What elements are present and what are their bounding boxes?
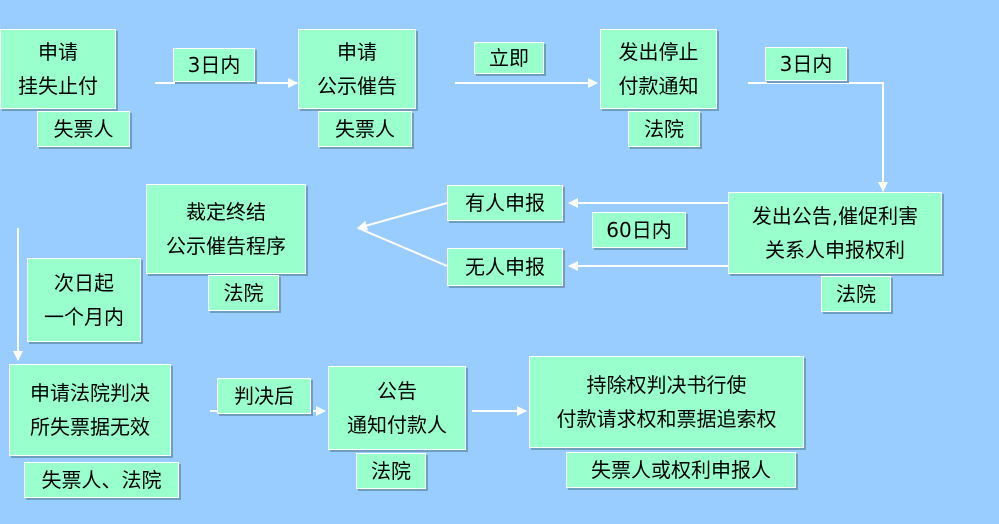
issue-stop-notice-box: 发出停止 付款通知	[600, 29, 717, 109]
apply-court-judgment-line1: 申请法院判决	[30, 381, 150, 405]
apply-stop-payment-line1: 申请	[38, 40, 78, 64]
loser-tag-1: 失票人	[37, 111, 130, 147]
terminate-procedure-line2: 公示催告程序	[166, 234, 286, 258]
hold-judgment-exercise-line1: 持除权判决书行使	[586, 373, 747, 397]
within-month-line2: 一个月内	[44, 305, 124, 329]
edge-label-within-60-days: 60日内	[592, 212, 686, 248]
issue-announcement-line2: 关系人申报权利	[765, 238, 905, 262]
court-tag-4: 法院	[356, 453, 426, 489]
edge-label-immediately: 立即	[474, 42, 544, 74]
loser-or-declarant-tag: 失票人或权利申报人	[566, 452, 796, 488]
issue-stop-notice-line2: 付款通知	[618, 74, 699, 98]
within-month-box: 次日起 一个月内	[27, 258, 141, 342]
arrow-declared-to-terminate	[357, 202, 448, 231]
nobody-declares-box: 无人申报	[447, 248, 563, 286]
arrow-stopnotice-to-announcement	[748, 82, 888, 192]
edge-label-after-judgment: 判决后	[217, 378, 311, 414]
apply-public-notice-line2: 公示催告	[317, 74, 397, 98]
loser-and-court-tag: 失票人、法院	[24, 462, 179, 498]
hold-judgment-exercise-line2: 付款请求权和票据追索权	[556, 407, 777, 431]
terminate-procedure-box: 裁定终结 公示催告程序	[146, 184, 306, 274]
loser-tag-2: 失票人	[318, 111, 412, 147]
someone-declares-box: 有人申报	[447, 185, 563, 221]
announce-notify-payer-line2: 通知付款人	[347, 413, 447, 437]
court-tag-3: 法院	[208, 275, 279, 311]
apply-public-notice-line1: 申请	[337, 40, 377, 64]
edge-label-within-3-days-b: 3日内	[765, 47, 847, 81]
apply-court-judgment-line2: 所失票据无效	[30, 415, 150, 439]
court-tag-2: 法院	[821, 276, 891, 312]
edge-label-within-3-days-a: 3日内	[173, 48, 255, 82]
terminate-procedure-line1: 裁定终结	[186, 200, 266, 224]
arrow-undeclared-to-terminate	[357, 227, 448, 267]
issue-stop-notice-line1: 发出停止	[618, 40, 699, 64]
announce-notify-payer-box: 公告 通知付款人	[328, 366, 466, 450]
issue-announcement-box: 发出公告,催促利害 关系人申报权利	[728, 192, 942, 274]
apply-stop-payment-line2: 挂失止付	[18, 74, 98, 98]
issue-announcement-line1: 发出公告,催促利害	[751, 204, 919, 228]
apply-court-judgment-box: 申请法院判决 所失票据无效	[9, 364, 171, 456]
hold-judgment-exercise-box: 持除权判决书行使 付款请求权和票据追索权	[529, 356, 804, 448]
announce-notify-payer-line1: 公告	[377, 379, 417, 403]
within-month-line1: 次日起	[54, 271, 114, 295]
apply-stop-payment-box: 申请 挂失止付	[0, 29, 116, 109]
apply-public-notice-box: 申请 公示催告	[298, 29, 416, 109]
court-tag-1: 法院	[628, 111, 700, 147]
